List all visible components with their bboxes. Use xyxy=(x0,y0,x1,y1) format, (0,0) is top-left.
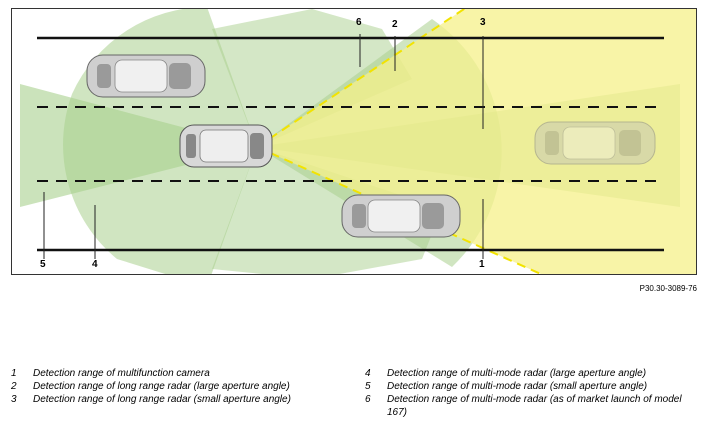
callout-2: 2 xyxy=(392,19,398,30)
car-bottom-middle xyxy=(341,194,461,238)
car-ahead-faded xyxy=(534,121,656,165)
car-ego-vehicle xyxy=(179,124,273,168)
zone-multifunction-camera xyxy=(256,9,696,274)
legend-number: 3 xyxy=(11,394,17,405)
legend-text: Detection range of multi-mode radar (lar… xyxy=(387,368,647,379)
legend-item-3: 3 Detection range of long range radar (s… xyxy=(11,393,351,406)
legend-item-4: 4 Detection range of multi-mode radar (l… xyxy=(365,367,700,380)
detection-range-diagram: 6 2 3 5 4 1 xyxy=(11,8,697,275)
zone-multi-mode-radar-small xyxy=(20,84,257,207)
figure-code: P30.30-3089-76 xyxy=(639,284,697,293)
legend-right-column: 4 Detection range of multi-mode radar (l… xyxy=(365,367,700,419)
callout-5: 5 xyxy=(40,259,46,270)
legend-number: 2 xyxy=(11,381,17,392)
legend-text: Detection range of long range radar (lar… xyxy=(33,381,290,392)
legend-left-column: 1 Detection range of multifunction camer… xyxy=(11,367,351,406)
callout-3: 3 xyxy=(480,17,486,28)
callout-4: 4 xyxy=(92,259,98,270)
legend-number: 1 xyxy=(11,368,17,379)
legend-item-2: 2 Detection range of long range radar (l… xyxy=(11,380,351,393)
callout-6: 6 xyxy=(356,17,362,28)
legend-item-5: 5 Detection range of multi-mode radar (s… xyxy=(365,380,700,393)
zone-multi-mode-radar-model-167 xyxy=(212,9,442,274)
callout-leader-lines xyxy=(43,34,484,259)
legend-number: 5 xyxy=(365,381,371,392)
legend-item-1: 1 Detection range of multifunction camer… xyxy=(11,367,351,380)
legend-number: 6 xyxy=(365,394,371,405)
legend-item-6: 6 Detection range of multi-mode radar (a… xyxy=(365,393,700,419)
legend-text: Detection range of long range radar (sma… xyxy=(33,394,291,405)
legend-text: Detection range of multi-mode radar (as … xyxy=(387,394,682,418)
road-markings xyxy=(37,36,664,252)
callout-1: 1 xyxy=(479,259,485,270)
diagram-canvas xyxy=(20,9,696,274)
legend-text: Detection range of multi-mode radar (sma… xyxy=(387,381,648,392)
car-top-left xyxy=(86,54,206,98)
legend-number: 4 xyxy=(365,368,371,379)
legend-text: Detection range of multifunction camera xyxy=(33,368,210,379)
